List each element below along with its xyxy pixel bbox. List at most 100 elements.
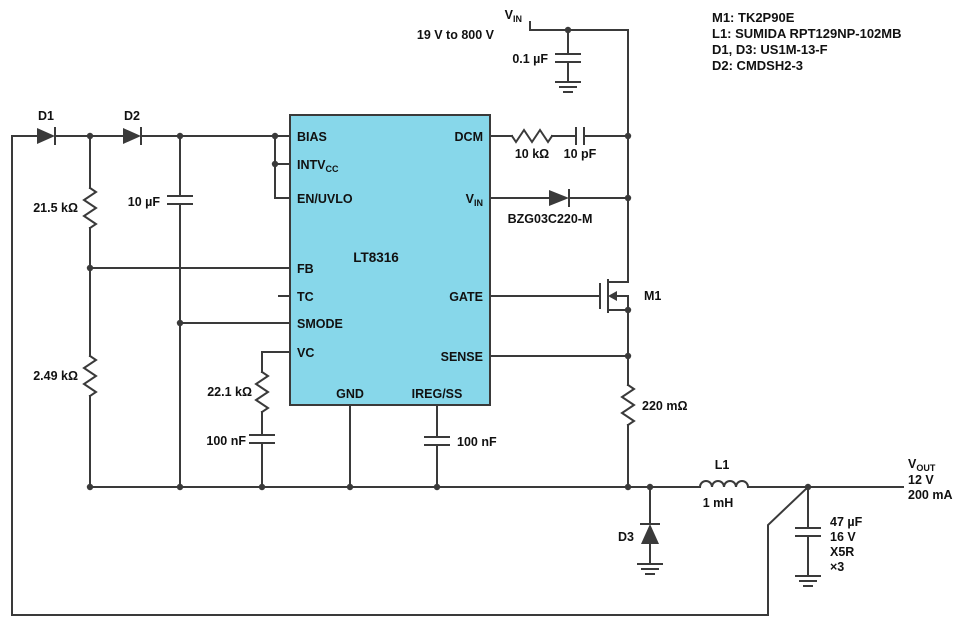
pin-label-fb: FB	[297, 262, 314, 276]
ic-lt8316: LT8316 BIAS INTVCC EN/UVLO FB TC SMODE V…	[289, 114, 491, 406]
r-sense-label: 220 mΩ	[642, 399, 687, 413]
m1-label: M1	[644, 289, 661, 303]
resistor-22k1	[254, 370, 270, 414]
resistor-sense	[620, 383, 636, 427]
c-out-value-label: 47 µF	[830, 515, 863, 529]
junction-dot	[646, 483, 654, 491]
pin-label-bias: BIAS	[297, 130, 327, 144]
pin-label-vc: VC	[297, 346, 314, 360]
vout-voltage-label: 12 V	[908, 473, 934, 487]
resistor-10k	[510, 128, 554, 144]
return-path-wire	[11, 135, 810, 616]
input-supply-section: VIN 19 V to 800 V 0.1 µF	[417, 8, 629, 283]
junction-dot	[176, 132, 184, 140]
inductor-l1: L1 1 mH	[698, 458, 750, 510]
diode-d1	[37, 127, 56, 145]
pin-label-gnd: GND	[336, 387, 364, 401]
diode-d2	[123, 127, 142, 145]
pin-label-intvcc: INTVCC	[297, 158, 339, 174]
vin-range-label: 19 V to 800 V	[417, 28, 495, 42]
junction-dot	[624, 306, 632, 314]
bias-capacitor: 10 µF	[128, 135, 291, 488]
diode-triangle	[549, 190, 569, 206]
d1-label: D1	[38, 109, 54, 123]
pin-label-dcm: DCM	[455, 130, 483, 144]
junction-dot	[176, 319, 184, 327]
ground-symbol	[637, 563, 663, 575]
pin-label-smode: SMODE	[297, 317, 343, 331]
vout-label: VOUT	[908, 457, 936, 473]
vc-compensation-network: 22.1 kΩ 100 nF	[206, 351, 291, 488]
feedback-divider: 21.5 kΩ 2.49 kΩ	[33, 135, 291, 488]
junction-dots	[86, 26, 812, 491]
input-bypass-capacitor: 0.1 µF	[512, 29, 581, 83]
diode-triangle	[641, 524, 659, 544]
junction-dot	[86, 132, 94, 140]
diode-triangle	[37, 128, 55, 144]
c-vc-label: 100 nF	[206, 434, 246, 448]
junction-dot	[176, 483, 184, 491]
d-vin-label: BZG03C220-M	[508, 212, 593, 226]
mosfet-body-lead	[615, 295, 629, 311]
mosfet-m1: M1	[489, 279, 661, 313]
junction-dot	[624, 194, 632, 202]
c-bias-label: 10 µF	[128, 195, 161, 209]
c-out-dielectric-label: X5R	[830, 545, 854, 559]
soft-start-capacitor: 100 nF	[424, 404, 497, 488]
vin-supply-label: VIN	[505, 8, 522, 24]
parts-list-l1: L1: SUMIDA RPT129NP-102MB	[712, 26, 902, 41]
inductor-coil	[698, 480, 750, 489]
junction-dot	[804, 483, 812, 491]
d2-label: D2	[124, 109, 140, 123]
ic-name-label: LT8316	[353, 250, 399, 265]
c-out-count-label: ×3	[830, 560, 844, 574]
l1-label: L1	[715, 458, 730, 472]
parts-list-m1: M1: TK2P90E	[712, 10, 795, 25]
parts-list-d2: D2: CMDSH2-3	[712, 58, 803, 73]
junction-dot	[564, 26, 572, 34]
parts-list-d1d3: D1, D3: US1M-13-F	[712, 42, 828, 57]
r-vc-label: 22.1 kΩ	[207, 385, 252, 399]
junction-dot	[258, 483, 266, 491]
pin-label-sense: SENSE	[441, 350, 483, 364]
junction-dot	[271, 160, 279, 168]
r-dcm-label: 10 kΩ	[515, 147, 549, 161]
pin-label-en-uvlo: EN/UVLO	[297, 192, 353, 206]
output-stage: D3 L1 1 mH 47 µF 16 V X5R ×3	[89, 457, 952, 587]
pin-label-gate: GATE	[449, 290, 483, 304]
d3-label: D3	[618, 530, 634, 544]
pin-label-ireg-ss: IREG/SS	[412, 387, 463, 401]
c-ss-label: 100 nF	[457, 435, 497, 449]
junction-dot	[271, 132, 279, 140]
junction-dot	[86, 483, 94, 491]
vin-clamp-diode: BZG03C220-M	[489, 189, 629, 226]
output-capacitor: 47 µF 16 V X5R ×3	[795, 486, 863, 577]
diode-triangle	[123, 128, 141, 144]
input-bypass-cap-label: 0.1 µF	[512, 52, 548, 66]
vout-labels: VOUT 12 V 200 mA	[908, 457, 952, 502]
r-fb-bottom-label: 2.49 kΩ	[33, 369, 78, 383]
dcm-network: 10 kΩ 10 pF	[489, 127, 629, 161]
junction-dot	[624, 483, 632, 491]
junction-dot	[433, 483, 441, 491]
sense-network: 220 mΩ	[489, 309, 687, 488]
diode-d3: D3	[618, 486, 660, 565]
intvcc-en-tie-wire	[274, 135, 291, 199]
junction-dot	[624, 132, 632, 140]
wire	[261, 351, 291, 373]
junction-dot	[86, 264, 94, 272]
resistor-2k49	[82, 354, 98, 398]
pin-label-vin: VIN	[466, 192, 483, 208]
c-out-voltage-label: 16 V	[830, 530, 856, 544]
bias-diode-chain: D1 D2	[11, 109, 291, 199]
vout-current-label: 200 mA	[908, 488, 952, 502]
parts-list: M1: TK2P90E L1: SUMIDA RPT129NP-102MB D1…	[712, 10, 902, 73]
junction-dot	[624, 352, 632, 360]
l1-value-label: 1 mH	[703, 496, 734, 510]
vin-top-wire	[529, 21, 629, 31]
ground-symbol	[795, 575, 821, 587]
ground-symbol	[555, 81, 581, 93]
pin-label-tc: TC	[297, 290, 314, 304]
